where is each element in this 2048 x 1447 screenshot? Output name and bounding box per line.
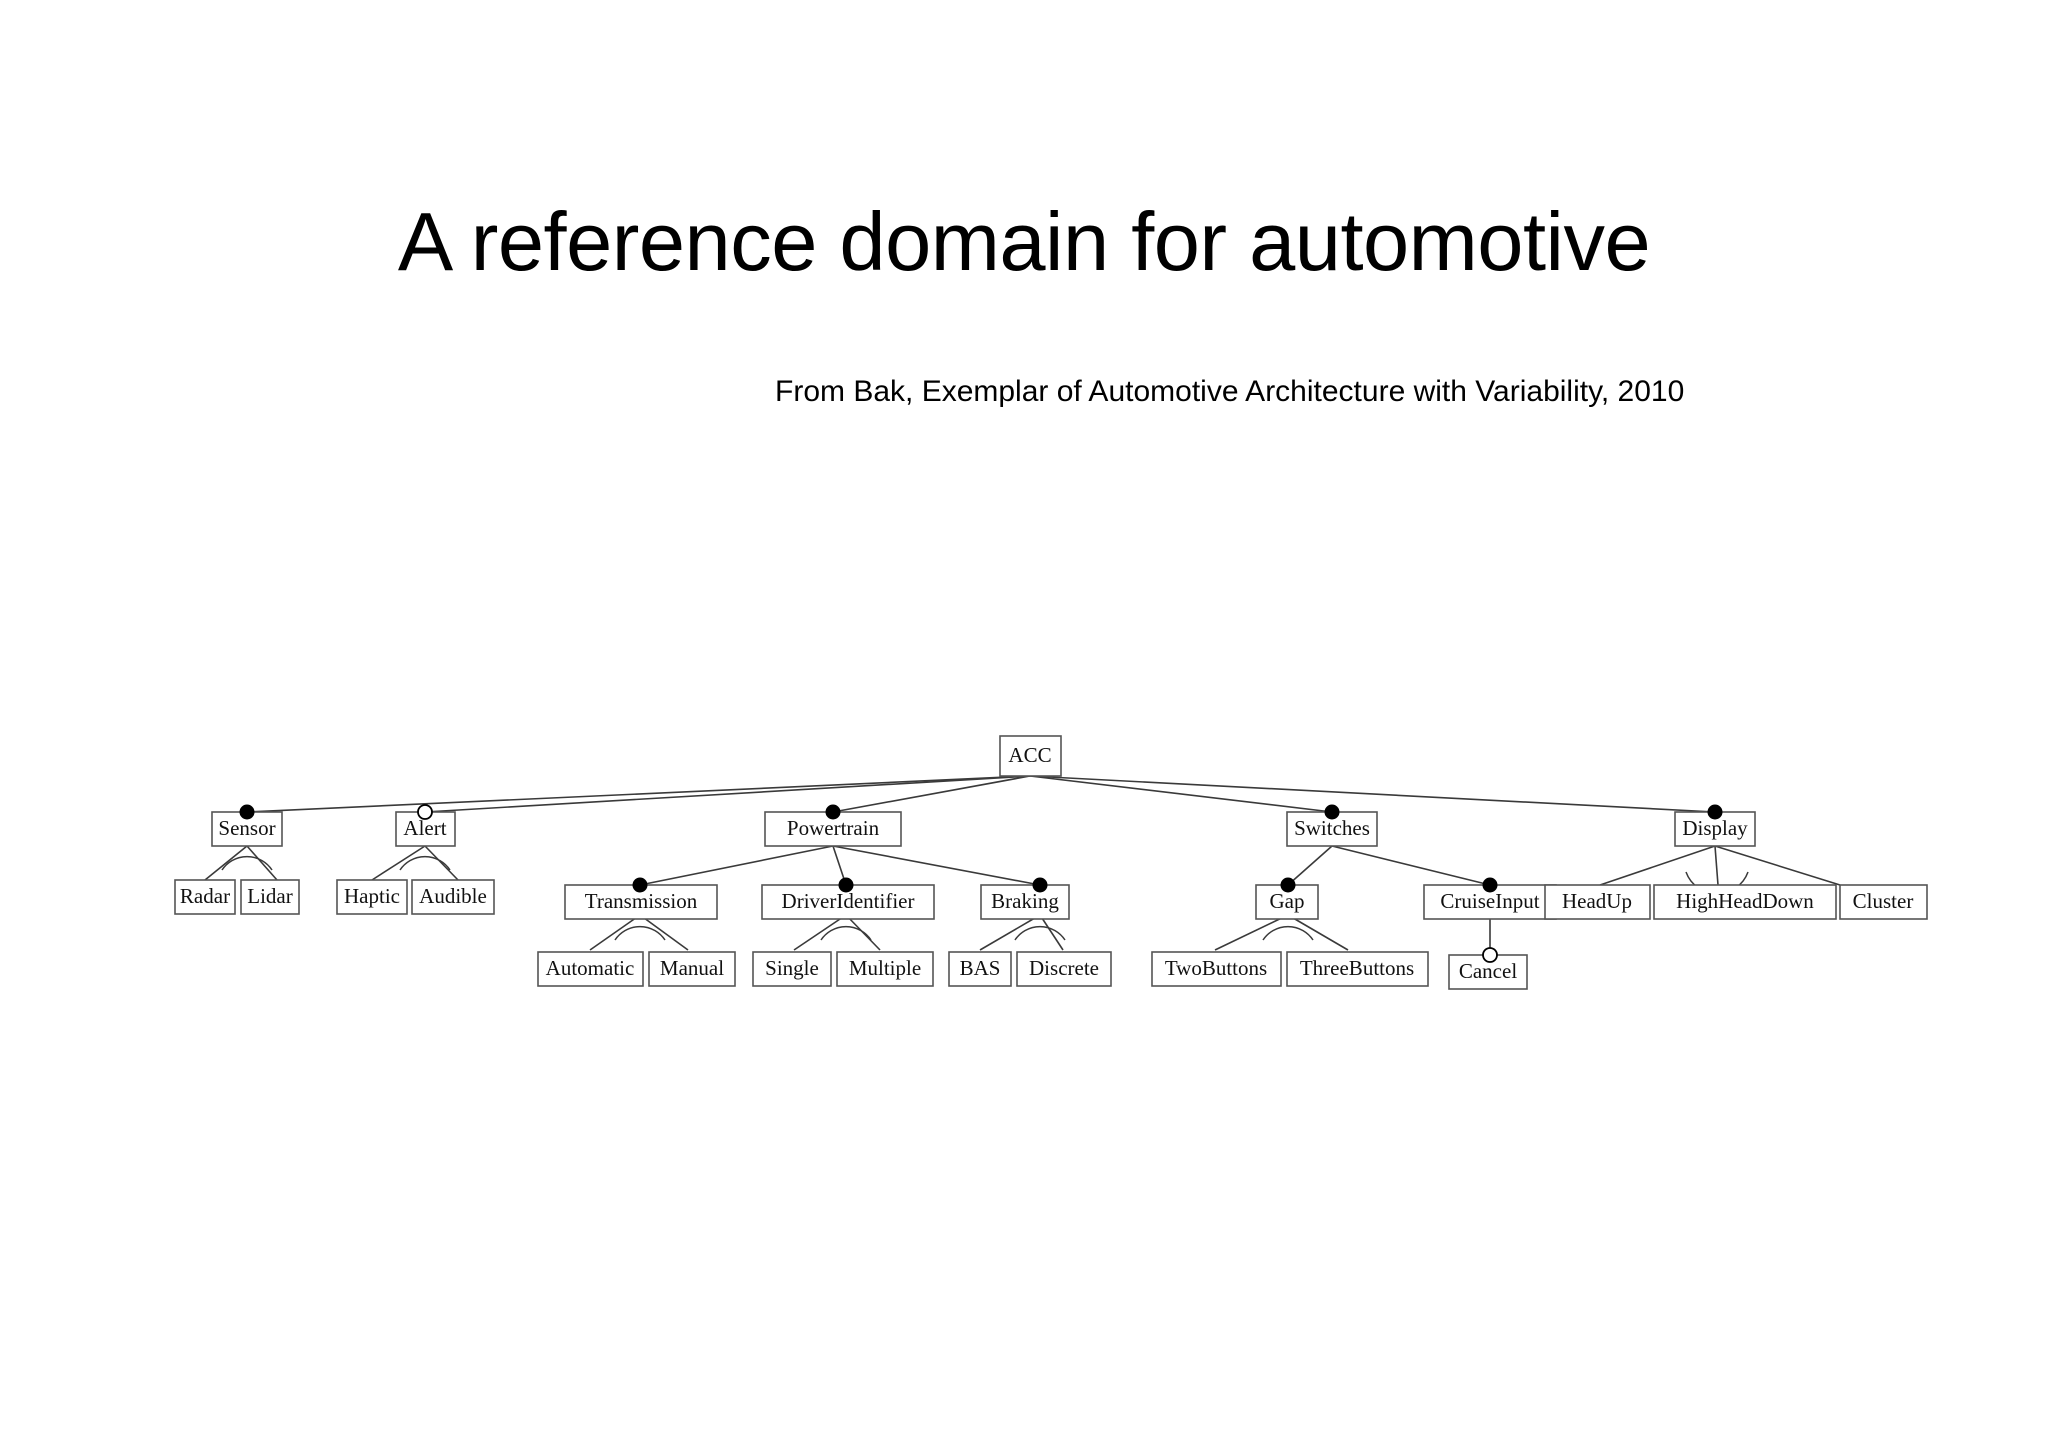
feature-node-automatic[interactable]: Automatic	[537, 951, 644, 987]
feature-label-radar: Radar	[180, 884, 230, 908]
optional-marker-alert	[417, 804, 433, 820]
feature-node-gap[interactable]: Gap	[1255, 877, 1319, 920]
feature-label-display: Display	[1682, 816, 1748, 840]
feature-node-alert[interactable]: Alert	[395, 804, 456, 847]
feature-label-transmission: Transmission	[585, 889, 698, 913]
feature-node-driveridentifier[interactable]: DriverIdentifier	[761, 877, 935, 920]
feature-node-haptic[interactable]: Haptic	[336, 879, 408, 915]
feature-node-manual[interactable]: Manual	[648, 951, 736, 987]
feature-label-audible: Audible	[419, 884, 487, 908]
mandatory-marker-sensor	[239, 804, 255, 820]
slide-attribution: From Bak, Exemplar of Automotive Archite…	[775, 375, 1685, 408]
optional-marker-cancel	[1482, 947, 1498, 963]
feature-node-display[interactable]: Display	[1674, 804, 1756, 847]
feature-node-braking[interactable]: Braking	[980, 877, 1070, 920]
feature-label-braking: Braking	[991, 889, 1059, 913]
feature-label-cancel: Cancel	[1459, 959, 1517, 983]
feature-node-discrete[interactable]: Discrete	[1016, 951, 1112, 987]
feature-label-threebuttons: ThreeButtons	[1300, 956, 1414, 980]
mandatory-marker-driveridentifier	[838, 877, 854, 893]
feature-node-highheaddown[interactable]: HighHeadDown	[1653, 884, 1837, 920]
feature-node-twobuttons[interactable]: TwoButtons	[1151, 951, 1282, 987]
feature-node-headup[interactable]: HeadUp	[1544, 884, 1651, 920]
feature-node-cancel[interactable]: Cancel	[1448, 947, 1528, 990]
feature-node-lidar[interactable]: Lidar	[240, 879, 300, 915]
feature-node-audible[interactable]: Audible	[411, 879, 495, 915]
feature-model-diagram: ACC Sensor Alert Powertrain Switches	[0, 700, 2048, 1080]
feature-label-headup: HeadUp	[1562, 889, 1632, 913]
mandatory-marker-braking	[1032, 877, 1048, 893]
feature-label-gap: Gap	[1270, 889, 1305, 913]
feature-label-multiple: Multiple	[849, 956, 921, 980]
feature-label-acc: ACC	[1008, 743, 1051, 767]
feature-node-acc[interactable]: ACC	[999, 735, 1062, 777]
feature-node-single[interactable]: Single	[752, 951, 832, 987]
mandatory-marker-display	[1707, 804, 1723, 820]
feature-node-powertrain[interactable]: Powertrain	[764, 804, 902, 847]
feature-label-discrete: Discrete	[1029, 956, 1099, 980]
feature-label-manual: Manual	[660, 956, 724, 980]
feature-node-switches[interactable]: Switches	[1286, 804, 1378, 847]
feature-label-single: Single	[765, 956, 819, 980]
feature-label-switches: Switches	[1294, 816, 1370, 840]
feature-node-cluster[interactable]: Cluster	[1839, 884, 1928, 920]
feature-label-highheaddown: HighHeadDown	[1676, 889, 1814, 913]
feature-label-bas: BAS	[960, 956, 1001, 980]
feature-label-twobuttons: TwoButtons	[1165, 956, 1267, 980]
feature-node-sensor[interactable]: Sensor	[211, 804, 283, 847]
feature-label-cluster: Cluster	[1853, 889, 1914, 913]
feature-label-haptic: Haptic	[344, 884, 400, 908]
feature-label-powertrain: Powertrain	[787, 816, 880, 840]
feature-node-radar[interactable]: Radar	[174, 879, 236, 915]
feature-node-cruiseinput[interactable]: CruiseInput	[1423, 877, 1557, 920]
feature-edges	[204, 775, 1841, 955]
feature-label-cruiseinput: CruiseInput	[1440, 889, 1539, 913]
mandatory-marker-transmission	[632, 877, 648, 893]
feature-node-transmission[interactable]: Transmission	[564, 877, 718, 920]
feature-node-threebuttons[interactable]: ThreeButtons	[1286, 951, 1429, 987]
mandatory-marker-cruiseinput	[1482, 877, 1498, 893]
feature-node-multiple[interactable]: Multiple	[836, 951, 934, 987]
feature-label-automatic: Automatic	[546, 956, 635, 980]
feature-label-lidar: Lidar	[247, 884, 292, 908]
page-title: A reference domain for automotive	[397, 195, 1651, 288]
mandatory-marker-powertrain	[825, 804, 841, 820]
mandatory-marker-switches	[1324, 804, 1340, 820]
feature-label-sensor: Sensor	[218, 816, 275, 840]
feature-label-driveridentifier: DriverIdentifier	[782, 889, 915, 913]
feature-node-bas[interactable]: BAS	[948, 951, 1012, 987]
mandatory-marker-gap	[1280, 877, 1296, 893]
